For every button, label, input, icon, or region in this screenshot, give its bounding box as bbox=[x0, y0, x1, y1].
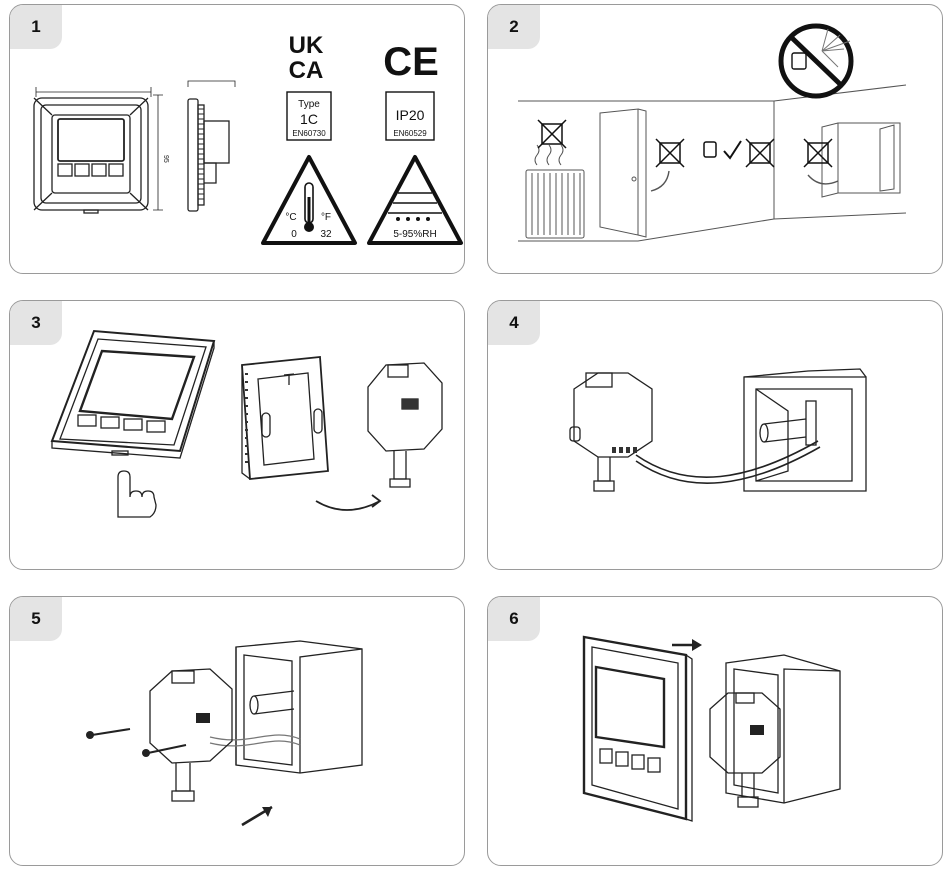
humidity-range: 5-95%RH bbox=[393, 229, 436, 240]
step-3-panel: 3 bbox=[9, 300, 465, 570]
step-5-panel: 5 bbox=[9, 596, 465, 866]
temp-celsius-unit: °C bbox=[285, 212, 296, 223]
step-3-illustration bbox=[10, 301, 464, 569]
ip-standard: EN60529 bbox=[393, 129, 427, 138]
screw-icon bbox=[92, 729, 130, 735]
check-mark-icon bbox=[724, 141, 741, 158]
type-standard: EN60730 bbox=[292, 129, 326, 138]
temp-celsius-value: 0 bbox=[291, 229, 297, 240]
step-6-illustration bbox=[488, 597, 942, 865]
step-5-illustration bbox=[10, 597, 464, 865]
thermometer-icon bbox=[304, 222, 314, 232]
step-2-illustration bbox=[488, 5, 942, 273]
step-1-illustration: 95 UK CA CE Type 1C EN60730 IP20 EN60529… bbox=[10, 5, 464, 273]
ukca-mark-bottom: CA bbox=[289, 57, 324, 84]
step-4-illustration bbox=[488, 301, 942, 569]
ce-mark: CE bbox=[383, 40, 439, 84]
step-4-panel: 4 bbox=[487, 300, 943, 570]
ukca-mark-top: UK bbox=[289, 32, 324, 59]
temp-fahrenheit-value: 32 bbox=[320, 229, 332, 240]
step-1-panel: 1 95 UK CA bbox=[9, 4, 465, 274]
no-sunlight-icon bbox=[781, 26, 851, 96]
type-value: 1C bbox=[300, 111, 318, 127]
finger-press-icon bbox=[118, 471, 156, 517]
type-label: Type bbox=[298, 99, 320, 110]
step-6-panel: 6 bbox=[487, 596, 943, 866]
ip-value: IP20 bbox=[396, 107, 425, 123]
temp-fahrenheit-unit: °F bbox=[321, 212, 331, 223]
dimension-height-label: 95 bbox=[162, 155, 169, 163]
humidity-drops-icon bbox=[396, 217, 430, 221]
rotate-arrow-icon bbox=[316, 501, 380, 510]
step-2-panel: 2 bbox=[487, 4, 943, 274]
